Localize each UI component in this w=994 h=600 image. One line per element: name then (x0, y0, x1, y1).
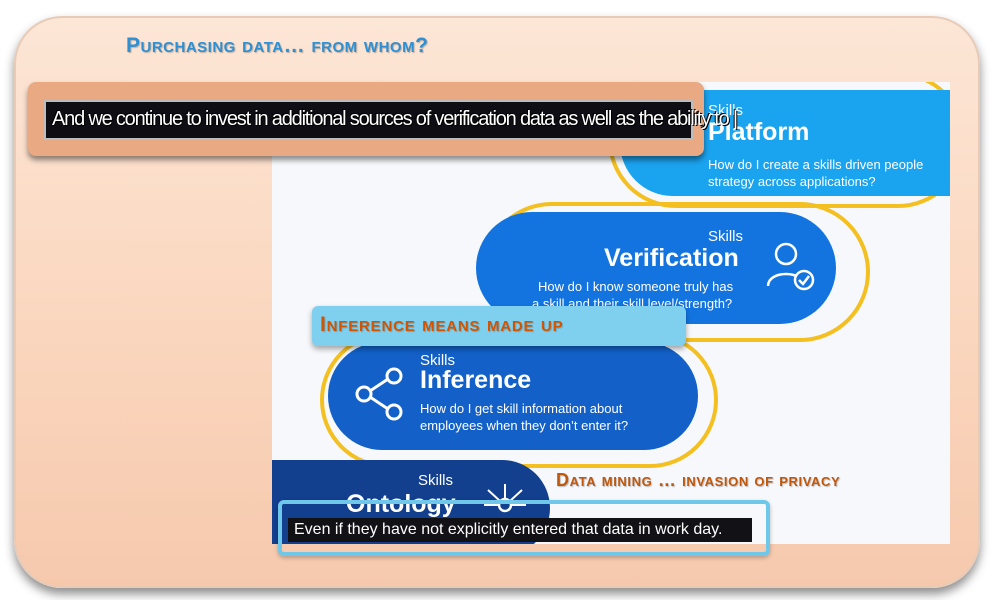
inference-callout-text: Inference means made up (320, 313, 564, 336)
skills-verification-card: Skills Verification How do I know someon… (476, 212, 836, 324)
slide-title: Purchasing data… from whom? (126, 34, 429, 57)
inference-title: Inference (420, 366, 532, 394)
platform-title: Platform (708, 118, 810, 146)
top-caption-highlight: And we continue to invest in additional … (28, 82, 738, 156)
user-check-icon (766, 242, 815, 291)
top-caption-bar: And we continue to invest in additional … (44, 100, 738, 140)
inference-callout: Inference means made up (312, 306, 686, 346)
verification-kicker: Skills (708, 228, 744, 245)
top-caption-text: And we continue to invest in additional … (52, 108, 738, 130)
verification-desc-1: How do I know someone truly has (538, 279, 734, 294)
verification-title: Verification (604, 244, 739, 272)
share-nodes-icon (355, 367, 403, 421)
platform-desc-2: strategy across applications? (708, 174, 876, 189)
skills-inference-card: Skills Inference How do I get skill info… (328, 342, 698, 450)
inference-desc-1: How do I get skill information about (420, 401, 623, 416)
platform-kicker: Skills (708, 102, 744, 119)
bottom-caption-text: Even if they have not explicitly entered… (294, 521, 723, 538)
network-icon (484, 484, 526, 513)
ontology-kicker: Skills (418, 472, 454, 489)
inference-desc-2: employees when they don’t enter it? (420, 418, 629, 433)
platform-desc-1: How do I create a skills driven people (708, 157, 924, 172)
bottom-caption-bar: Even if they have not explicitly entered… (288, 518, 752, 542)
inference-kicker: Skills (420, 352, 456, 369)
privacy-callout: Data mining … invasion of privacy (556, 470, 841, 490)
ontology-title: Ontology (346, 490, 456, 518)
bottom-caption-highlight: Even if they have not explicitly entered… (278, 500, 770, 556)
